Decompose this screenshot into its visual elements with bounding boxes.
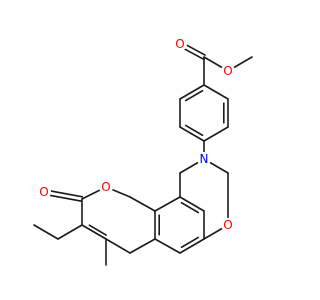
central-ring-bond xyxy=(179,238,205,254)
oxazine-oxygen-atom: O xyxy=(221,218,235,232)
benzene-ring-bond xyxy=(179,84,205,100)
central-aromatic-inner-bond xyxy=(180,201,200,214)
lactone-ring-bond xyxy=(105,238,131,254)
oxazine-oxygen-label: O xyxy=(223,218,232,232)
benzene-ring-bond xyxy=(203,126,229,142)
benzene-ring-bond xyxy=(179,126,205,142)
lactone-c3-c4-double-bond xyxy=(88,224,107,236)
atom-label-layer: O O N O O O xyxy=(37,37,235,232)
bond-layer xyxy=(33,41,253,266)
amine-nitrogen-atom: N xyxy=(197,152,211,166)
lactone-carbonyl-oxygen-label: O xyxy=(39,185,48,199)
central-ring-bond xyxy=(179,196,205,212)
central-aromatic-inner-bond xyxy=(180,236,200,249)
lactone-ring-bond xyxy=(129,196,156,212)
central-ring-bond xyxy=(154,238,181,254)
central-ring-bond xyxy=(154,196,181,212)
ester-ether-oxygen-atom: O xyxy=(221,64,235,78)
ester-carbonyl-oxygen-atom: O xyxy=(173,37,187,51)
benzene-ring-bond xyxy=(203,84,229,100)
ester-carbonyl-oxygen-label: O xyxy=(175,37,184,51)
lactone-carbonyl-oxygen-atom: O xyxy=(37,185,51,199)
ethyl-bond xyxy=(57,224,83,240)
molecule-diagram: O O N O O O xyxy=(33,37,253,266)
lactone-ring-oxygen-atom: O xyxy=(99,180,113,194)
amine-nitrogen-label: N xyxy=(200,152,209,166)
lactone-ring-oxygen-label: O xyxy=(101,180,110,194)
ester-ether-oxygen-label: O xyxy=(223,64,232,78)
lactone-ring-bond xyxy=(81,224,107,240)
benzene-aromatic-inner-bond xyxy=(184,124,204,137)
benzene-aromatic-inner-bond xyxy=(184,89,204,102)
lactone-ring-bond xyxy=(129,238,156,254)
ethyl-bond xyxy=(33,224,59,240)
